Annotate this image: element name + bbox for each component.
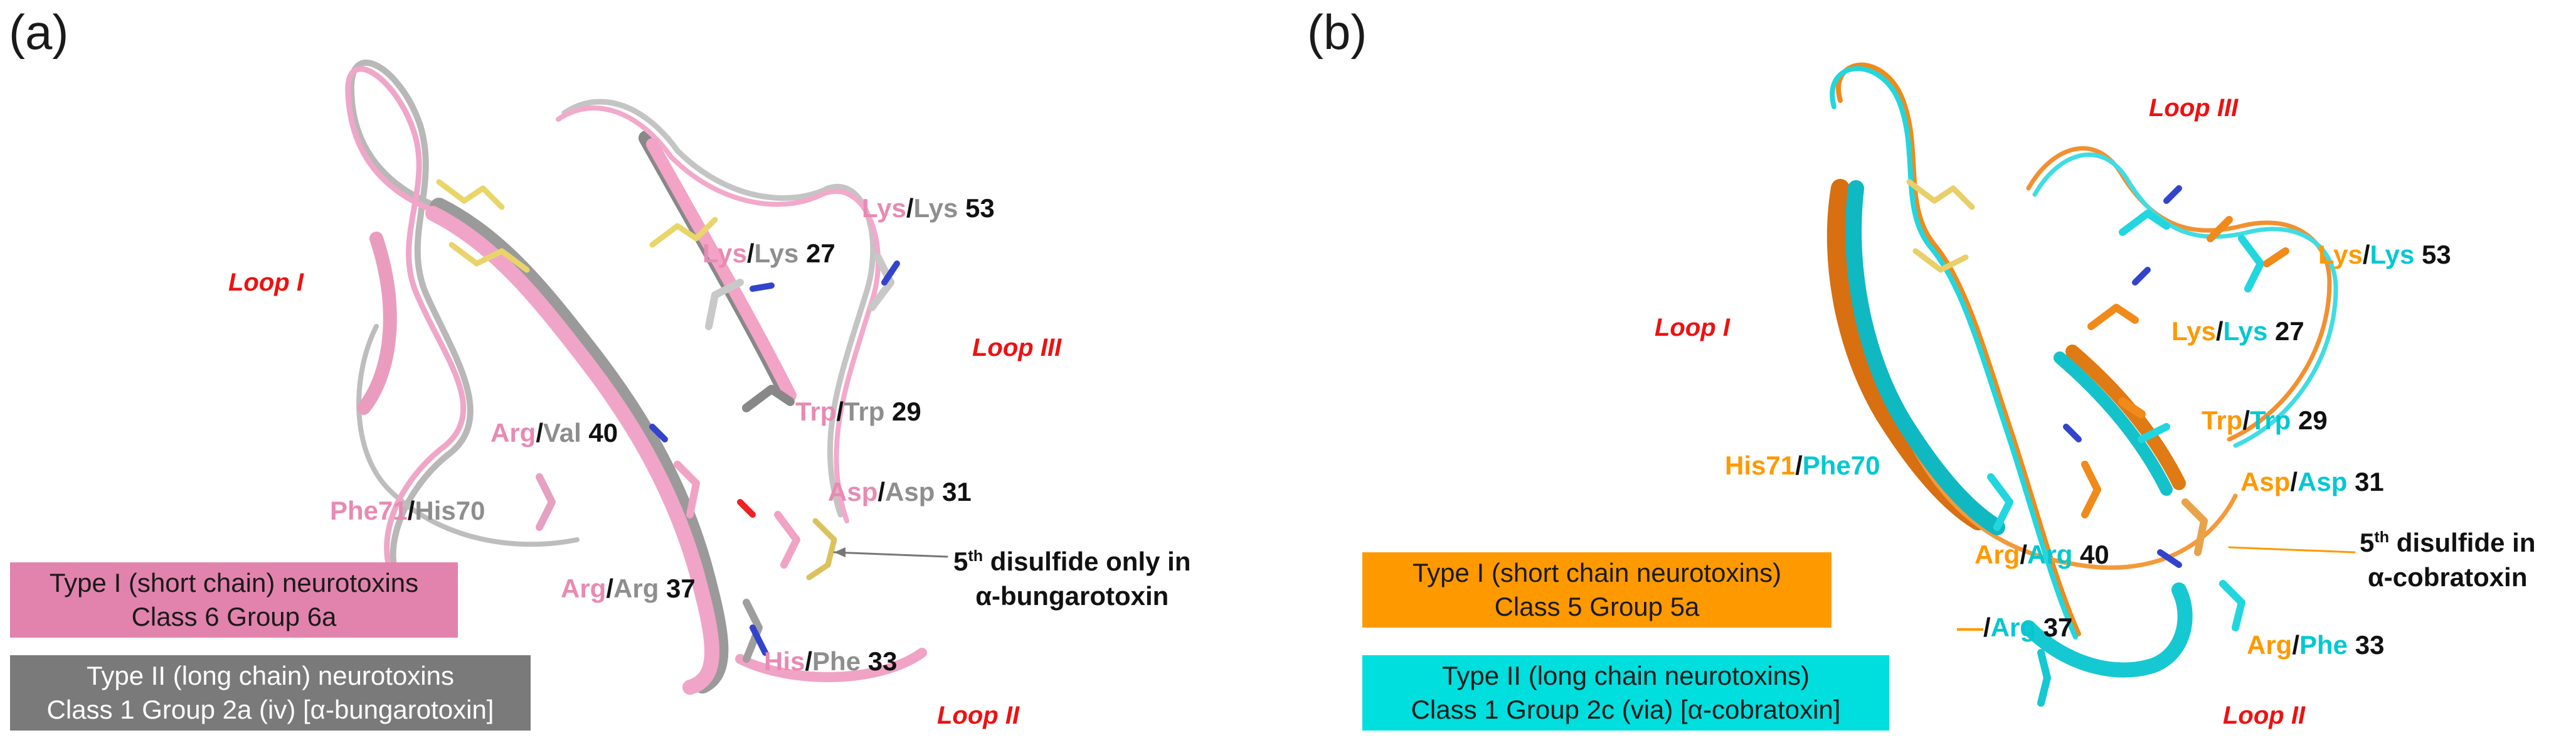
residue-label-arg37: —/Arg 37 [1957, 613, 2073, 642]
loop-iii-label: Loop III [2149, 94, 2239, 122]
legend-type-ii-line2: Class 1 Group 2a (iv) [α-bungarotoxin] [46, 694, 494, 724]
residue-label-asp31: Asp/Asp 31 [2240, 467, 2384, 496]
panel-a: (a) Loop I Loop III Loop II Lys/Lys 53 L… [9, 4, 1191, 731]
loop-i-label: Loop I [228, 269, 304, 296]
legend-type-i-line1: Type I (short chain) neurotoxins [49, 568, 419, 597]
residue-label-lys27: Lys/Lys 27 [2171, 316, 2304, 346]
residue-label-arg40: Arg/Arg 40 [1974, 540, 2109, 569]
legend-type-i: Type I (short chain) neurotoxins Class 6… [10, 562, 458, 638]
residue-label-arg37: Arg/Arg 37 [561, 574, 696, 603]
legend-type-i-line2: Class 6 Group 6a [131, 601, 337, 631]
legend-type-ii-line2: Class 1 Group 2c (via) [α-cobratoxin] [1411, 694, 1841, 724]
legend-type-i-line1: Type I (short chain neurotoxins) [1412, 558, 1782, 587]
loop-i-label: Loop I [1655, 314, 1730, 341]
protein-structure-overlay-a [345, 59, 948, 695]
residue-label-asp31: Asp/Asp 31 [828, 477, 972, 506]
note-line2: α-bungarotoxin [975, 581, 1169, 611]
legend-type-ii-line1: Type II (long chain neurotoxins) [1442, 661, 1810, 690]
residue-label-lys53: Lys/Lys 53 [2318, 240, 2451, 269]
panel-label: (b) [1307, 4, 1367, 60]
residue-label-arg40: Arg/Val 40 [490, 418, 618, 447]
residue-label-phe71: Phe71/His70 [330, 496, 485, 525]
loop-ii-label: Loop II [937, 702, 1020, 729]
legend-type-ii: Type II (long chain) neurotoxins Class 1… [10, 655, 531, 731]
legend-type-ii-line1: Type II (long chain) neurotoxins [87, 661, 454, 690]
note-line1: 5th disulfide in [2360, 528, 2536, 557]
panel-b: (b) Loop I Loop III Loop II Lys/Lys 53 L… [1288, 0, 2576, 750]
residue-label-trp29: Trp/Trp 29 [795, 397, 921, 426]
legend-type-ii: Type II (long chain neurotoxins) Class 1… [1362, 655, 1889, 731]
residue-label-trp29: Trp/Trp 29 [2202, 405, 2328, 435]
legend-type-i: Type I (short chain neurotoxins) Class 5… [1362, 552, 1831, 628]
loop-ii-label: Loop II [2223, 702, 2306, 729]
protein-structure-overlay-b [1826, 62, 2356, 707]
legend-type-i-line2: Class 5 Group 5a [1494, 591, 1700, 621]
residue-label-lys53: Lys/Lys 53 [862, 193, 995, 223]
disulfide-note: 5th disulfide in α-cobratoxin [2360, 526, 2535, 594]
note-line1: 5th disulfide only in [953, 547, 1191, 576]
residue-label-arg33: Arg/Phe 33 [2247, 630, 2385, 660]
disulfide-note: 5th disulfide only in α-bungarotoxin [953, 545, 1191, 613]
note-line2: α-cobratoxin [2367, 562, 2528, 592]
residue-label-his71: His71/Phe70 [1725, 451, 1880, 480]
residue-label-lys27: Lys/Lys 27 [702, 238, 835, 268]
residue-label-his33: His/Phe 33 [764, 646, 898, 676]
panel-label: (a) [9, 4, 69, 60]
loop-iii-label: Loop III [972, 334, 1062, 362]
